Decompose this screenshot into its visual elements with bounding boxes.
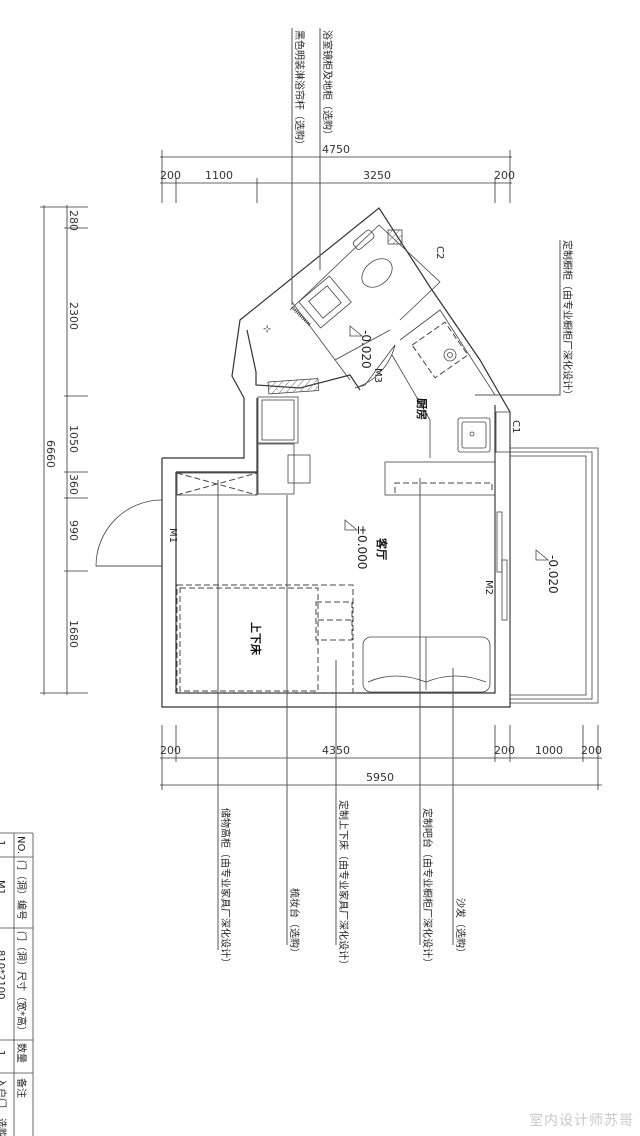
- dim-bottom-1: 200: [160, 744, 181, 757]
- bar-counter: [384, 461, 496, 496]
- dim-top-2: 1100: [205, 169, 233, 182]
- level-marker-icon: [535, 549, 550, 561]
- window-c1: [495, 411, 511, 453]
- label-dresser: 梳妆台（选购）: [288, 888, 301, 958]
- door-m1: M1: [95, 499, 178, 567]
- watermark: 室内设计师苏哥: [529, 1113, 634, 1129]
- bathroom: -0.020 ⊹ M3 C2: [263, 229, 445, 389]
- level-marker-icon: [344, 519, 359, 531]
- room-kitchen: 厨房: [415, 398, 429, 420]
- walls: [161, 207, 511, 708]
- dim-top-4: 200: [494, 169, 515, 182]
- floor-drain-icon: ⊹: [263, 324, 271, 335]
- label-sofa: 沙发（选购）: [454, 898, 467, 958]
- level-marker-icon: [349, 325, 364, 337]
- td-door-size: 810*2100: [0, 950, 6, 1000]
- dim-bottom-3: 200: [494, 744, 515, 757]
- annotations: 黑色明装淋浴帘杆（选购） 浴室镜柜及地柜（选购） 定制橱柜（由专业橱柜厂深化设计…: [219, 30, 574, 970]
- door-m3-label: M3: [372, 368, 383, 383]
- bunk-bed: 上下床: [176, 584, 354, 694]
- label-bunk-bed: 定制上下床（由专业家具厂深化设计）: [337, 800, 350, 970]
- th-door-id: 门（洞）编号: [15, 860, 28, 920]
- bottom-dimensions: 200 4350 200 1000 200 5950: [160, 725, 602, 790]
- room-living: 客厅: [375, 537, 389, 560]
- kitchen: C1 厨房: [411, 321, 521, 453]
- dim-left-2: 2300: [67, 302, 80, 330]
- label-bathroom-mirror: 浴室镜柜及地柜（选购）: [321, 30, 334, 140]
- balcony: M2 -0.020: [483, 447, 599, 704]
- label-storage-cabinet: 储物高柜（由专业家具厂深化设计）: [219, 808, 232, 968]
- dim-top-total: 4750: [322, 143, 350, 156]
- td-door-id: M1: [0, 880, 6, 895]
- dresser: [257, 443, 295, 495]
- window-c1-label: C1: [510, 420, 521, 433]
- label-kitchen-cabinet: 定制橱柜（由专业橱柜厂深化设计）: [561, 240, 574, 400]
- dim-left-3: 1050: [67, 425, 80, 453]
- dim-left-5: 990: [67, 520, 80, 541]
- dim-bottom-5: 200: [581, 744, 602, 757]
- dim-left-6: 1680: [67, 620, 80, 648]
- dim-left-1: 280: [67, 210, 80, 231]
- door-m2-label: M2: [483, 580, 494, 595]
- dim-bottom-total: 5950: [366, 771, 394, 784]
- door-m1-label: M1: [167, 528, 178, 543]
- th-no: NO.: [15, 836, 26, 854]
- washbasin-icon: [298, 275, 352, 329]
- fridge: [257, 396, 299, 444]
- leader-lines: [217, 28, 561, 950]
- left-dimensions: 280 2300 1050 360 990 1680 6660: [40, 205, 88, 695]
- td-qty: 1: [0, 1050, 6, 1056]
- dim-top-1: 200: [160, 169, 181, 182]
- dim-left-4: 360: [67, 474, 80, 495]
- top-dimensions: 4750 200 1100 3250 200: [160, 143, 515, 203]
- th-remark: 备注: [15, 1078, 28, 1098]
- sink-icon: [457, 417, 491, 453]
- dim-bottom-4: 1000: [535, 744, 563, 757]
- label-shower-rail: 黑色明装淋浴帘杆（选购）: [293, 30, 306, 150]
- door-schedule-table: NO. 门（洞）编号 门（洞）尺寸（宽*高） 数量 备注 1 M1 810*21…: [0, 832, 34, 1136]
- living-level: ±0.000: [355, 525, 369, 569]
- td-no: 1: [0, 840, 6, 846]
- td-remark: 入户门、选购: [0, 1078, 8, 1136]
- balcony-level: -0.020: [546, 555, 560, 594]
- shower-rail: [290, 305, 312, 327]
- th-door-size: 门（洞）尺寸（宽*高）: [15, 931, 28, 1036]
- toilet-icon: [352, 229, 393, 288]
- window-c2-label: C2: [434, 246, 445, 259]
- living-room: ±0.000 客厅: [344, 519, 389, 569]
- sofa-icon: [362, 636, 491, 693]
- label-bar-counter: 定制吧台（由专业橱柜厂深化设计）: [421, 808, 434, 968]
- storage-area: [176, 396, 311, 496]
- bathroom-level: -0.020: [359, 330, 373, 369]
- dim-left-total: 6660: [44, 440, 57, 468]
- stove-icon: [411, 321, 469, 379]
- dim-top-3: 3250: [363, 169, 391, 182]
- th-qty: 数量: [15, 1043, 28, 1063]
- storage-cabinet: [176, 472, 258, 496]
- door-m3-swing: [354, 344, 396, 389]
- room-bunk-bed: 上下床: [249, 622, 263, 656]
